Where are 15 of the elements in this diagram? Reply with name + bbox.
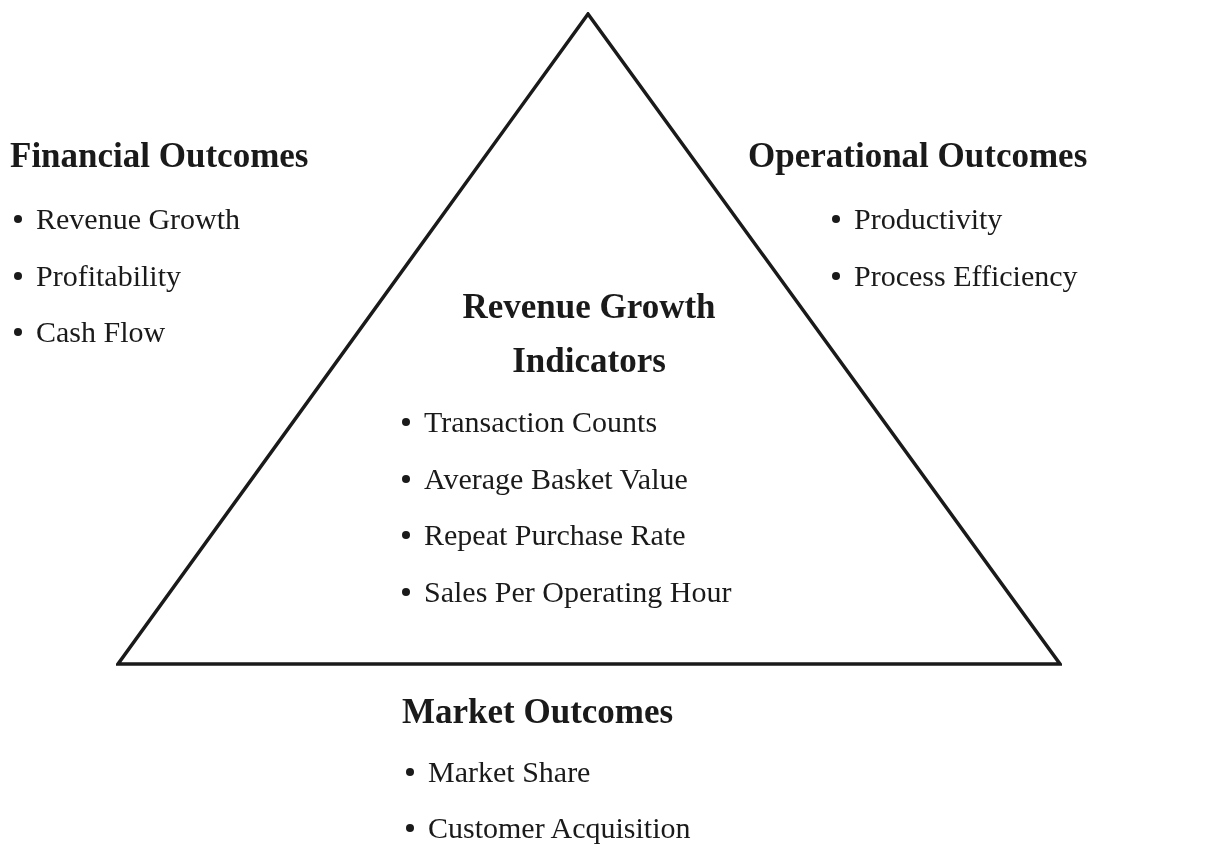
list-item: Transaction Counts	[424, 405, 658, 439]
list-item: Customer Acquisition	[428, 811, 691, 845]
list-item: Cash Flow	[36, 315, 166, 349]
list-item: Repeat Purchase Rate	[424, 518, 686, 552]
list-item: Revenue Growth	[36, 202, 241, 236]
heading: Revenue Growth Indicators	[461, 286, 717, 382]
list-item: Productivity	[854, 202, 1003, 236]
group-heading: Operational Outcomes	[748, 136, 1088, 176]
list-item: Market Share	[428, 755, 591, 789]
group-heading: Market Outcomes	[402, 692, 674, 732]
group-heading: Financial Outcomes	[10, 136, 309, 176]
list-item: Process Efficiency	[854, 259, 1078, 293]
list-item: Profitability	[36, 259, 181, 293]
list-item: Sales Per Operating Hour	[424, 574, 732, 609]
list-item: Average Basket Value	[424, 461, 688, 496]
